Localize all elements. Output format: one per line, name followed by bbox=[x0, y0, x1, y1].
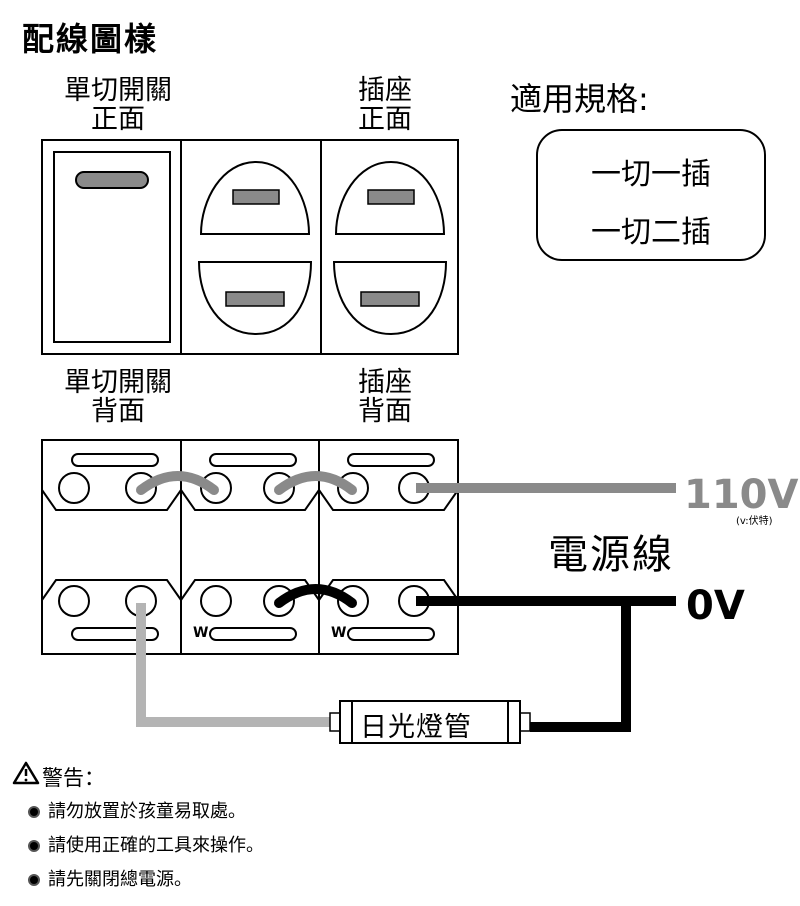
warning-icon bbox=[12, 761, 40, 785]
back-top-plate-1 bbox=[41, 489, 182, 511]
warning-title: 警告： bbox=[42, 766, 105, 790]
bullet-icon bbox=[28, 874, 40, 886]
neutral-jumper bbox=[274, 584, 357, 608]
warning-item-1: 請勿放置於孩童易取處。 bbox=[28, 797, 246, 823]
front-socket-label-line2: 正面 bbox=[358, 104, 412, 135]
back-panel bbox=[41, 439, 459, 655]
back-top-slot-1 bbox=[71, 453, 159, 467]
warning-item-3-text: 請先關閉總電源。 bbox=[48, 869, 192, 890]
back-switch-label-line2: 背面 bbox=[91, 396, 145, 427]
wires bbox=[136, 471, 676, 732]
warning-item-1-text: 請勿放置於孩童易取處。 bbox=[48, 801, 246, 822]
hot-jumper-1 bbox=[136, 471, 219, 495]
back-switch-label: 單切開關 背面 bbox=[46, 368, 190, 426]
switched-lamp-wire bbox=[136, 603, 330, 727]
front-socket-label: 插座 正面 bbox=[330, 76, 440, 134]
back-top-slot-2 bbox=[209, 453, 297, 467]
back-bottom-slot-3 bbox=[347, 627, 435, 641]
front-switch-label-line2: 正面 bbox=[91, 104, 145, 135]
hot-jumper-2 bbox=[274, 471, 357, 495]
front-switch-label: 單切開關 正面 bbox=[46, 76, 190, 134]
switch-indicator bbox=[75, 171, 149, 189]
back-bottom-plate-1 bbox=[41, 579, 182, 601]
bullet-icon bbox=[28, 806, 40, 818]
back-socket-label-line1: 插座 bbox=[358, 367, 412, 398]
neutral-lamp-wire bbox=[530, 601, 631, 732]
warning-dot bbox=[24, 778, 28, 782]
back-top-plate-3 bbox=[318, 489, 459, 511]
page-title: 配線圖樣 bbox=[22, 20, 159, 58]
terminal-mark-w-1: W bbox=[193, 625, 209, 641]
socket2-bottom-slot bbox=[360, 291, 420, 307]
back-bottom-slot-2 bbox=[209, 627, 297, 641]
socket2-top-slot bbox=[367, 189, 415, 205]
neutral-voltage-label: 0V bbox=[686, 583, 745, 629]
terminal-bottom-2a bbox=[200, 585, 232, 617]
spec-item-1: 一切一插 bbox=[591, 157, 711, 192]
back-panel-outline bbox=[41, 439, 459, 655]
lamp-pin-left bbox=[329, 712, 341, 732]
socket1-bottom-slot bbox=[225, 291, 285, 307]
lamp-body bbox=[339, 700, 521, 744]
spec-item-2: 一切二插 bbox=[591, 215, 711, 250]
back-socket-label-line2: 背面 bbox=[358, 396, 412, 427]
warning-item-2-text: 請使用正確的工具來操作。 bbox=[48, 835, 264, 856]
voltage-unit-note: (v:伏特) bbox=[736, 516, 773, 527]
back-top-plate-2 bbox=[180, 489, 320, 511]
lamp-pin-right bbox=[519, 712, 531, 732]
front-panel bbox=[41, 139, 459, 355]
socket1-top-slot bbox=[232, 189, 280, 205]
back-socket-label: 插座 背面 bbox=[330, 368, 440, 426]
spec-title: 適用規格: bbox=[510, 80, 649, 118]
spec-box: 一切一插 一切二插 bbox=[536, 129, 766, 261]
terminal-top-1a bbox=[58, 472, 90, 504]
warning-item-2: 請使用正確的工具來操作。 bbox=[28, 831, 264, 857]
front-switch-label-line1: 單切開關 bbox=[64, 75, 172, 106]
bullet-icon bbox=[28, 840, 40, 852]
hot-voltage-label: 110V bbox=[684, 472, 799, 518]
warning-item-3: 請先關閉總電源。 bbox=[28, 865, 192, 891]
lamp-tube bbox=[329, 700, 531, 744]
terminal-mark-w-2: W bbox=[331, 625, 347, 641]
back-switch-label-line1: 單切開關 bbox=[64, 367, 172, 398]
back-top-slot-3 bbox=[347, 453, 435, 467]
power-cable-label: 電源線 bbox=[548, 532, 674, 578]
front-socket-label-line1: 插座 bbox=[358, 75, 412, 106]
terminal-bottom-1a bbox=[58, 585, 90, 617]
lamp-label: 日光燈管 bbox=[360, 712, 472, 743]
